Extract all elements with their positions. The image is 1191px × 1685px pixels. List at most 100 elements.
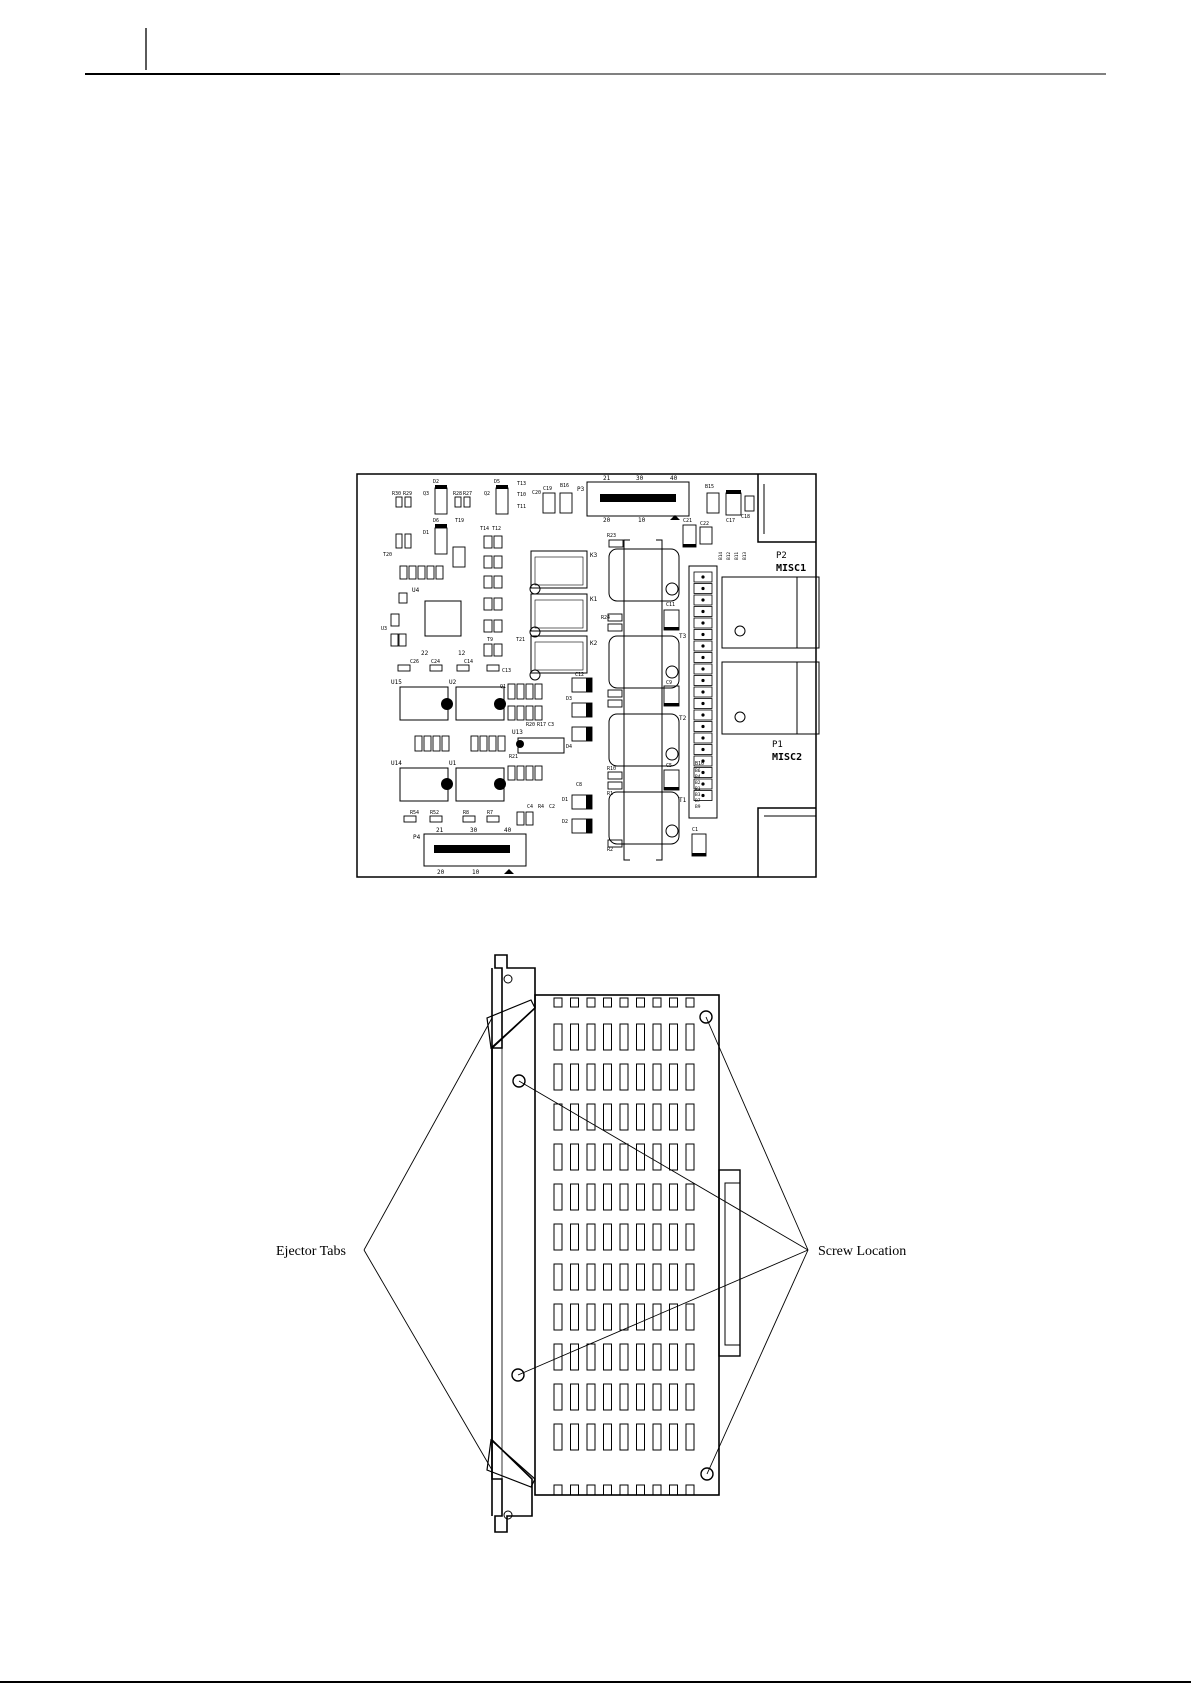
label-d1: D1 [423, 530, 429, 536]
pin-header [688, 565, 718, 819]
label-r30: R30 [392, 491, 401, 497]
ic-u4-pin44: 12 [458, 650, 466, 657]
comp [463, 496, 471, 508]
vent-slot [586, 1063, 596, 1091]
p3-slot [600, 494, 676, 502]
label-c20: C20 [532, 490, 541, 496]
p1-ref: P1 [772, 740, 783, 750]
comp [691, 833, 707, 857]
vent-slot-grid [553, 997, 695, 1496]
vent-slot [652, 1423, 662, 1451]
p1-p2-connectors: P2 MISC1 P1 MISC2 [688, 551, 820, 819]
p4-pin30: 30 [470, 827, 478, 834]
label-d2: D2 [433, 479, 439, 485]
vent-slot [553, 1343, 563, 1371]
header-pin [693, 652, 713, 663]
vent-slot [553, 997, 563, 1008]
label-c18: C18 [741, 514, 750, 520]
vent-slot [553, 1063, 563, 1091]
vent-slot [669, 1423, 678, 1451]
p1-name: MISC2 [772, 752, 802, 763]
vent-slot [636, 1063, 645, 1091]
screw-line-4 [706, 1249, 809, 1475]
vent-slot [619, 1484, 629, 1496]
vent-slot [586, 1103, 596, 1131]
pin-b2: B2 [695, 780, 701, 786]
transformer-t1-body [608, 713, 680, 767]
vent-slot [586, 1484, 596, 1496]
vent-slot [619, 1063, 629, 1091]
header-pin [693, 767, 713, 778]
comp [607, 839, 623, 848]
p4-pin10: 10 [472, 869, 480, 876]
header-pin [693, 663, 713, 675]
comp [483, 643, 493, 657]
comp [398, 633, 407, 647]
vent-slot [586, 1143, 596, 1171]
label-q1: Q1 [500, 684, 506, 690]
pin-b6: B6 [695, 768, 701, 774]
card-plate [534, 994, 720, 1496]
hole [665, 747, 679, 761]
vent-slot [603, 1183, 612, 1211]
header-pin-dot [701, 632, 705, 637]
pcb-cutout-bottom [757, 807, 816, 877]
hdr-b11: B11 [734, 552, 740, 560]
vent-slot [570, 1263, 579, 1291]
label-b10: B10 [695, 761, 704, 767]
vent-slot [553, 1183, 563, 1211]
ejector-line-bottom [363, 1249, 493, 1471]
screw-hole-bottom-right [700, 1467, 714, 1481]
vent-slot [652, 1103, 662, 1131]
side-connector-inner [724, 1182, 741, 1346]
comp [488, 735, 497, 752]
transformer-t2-body [608, 635, 680, 689]
label-t19: T19 [455, 518, 464, 524]
vent-slot [669, 1263, 678, 1291]
vent-slot [636, 1223, 645, 1251]
label-t9: T9 [487, 637, 493, 643]
comp [395, 496, 403, 508]
label-r1: R1 [607, 791, 613, 797]
comp [493, 643, 503, 657]
comp [429, 815, 443, 823]
header-block-labels: B14 B12 B11 B13 [718, 552, 748, 560]
vent-slot [553, 1103, 563, 1131]
pcb-layout-diagram: P3 21 30 40 20 10 P4 21 30 40 20 10 [356, 473, 820, 878]
pin-b7: B7 [695, 798, 701, 804]
label-c26: C26 [410, 659, 419, 665]
vent-slot [570, 1484, 579, 1496]
vent-slot [570, 1143, 579, 1171]
vent-slot [685, 1023, 695, 1051]
comp [495, 487, 509, 515]
comp [395, 533, 403, 549]
vent-slot [619, 1263, 629, 1291]
vent-slot [619, 1303, 629, 1331]
comp [417, 565, 426, 580]
vent-slot [619, 1423, 629, 1451]
vent-slot [586, 1383, 596, 1411]
ic-u15 [399, 686, 449, 721]
cap-mark [496, 485, 508, 489]
label-c2: C2 [549, 804, 555, 810]
vent-slot [669, 1343, 678, 1371]
vent-slot [652, 1183, 662, 1211]
vent-slot [652, 1023, 662, 1051]
vent-slot [619, 1183, 629, 1211]
vent-slot [636, 1103, 645, 1131]
vent-slot [669, 1103, 678, 1131]
cap-mark [586, 678, 592, 692]
cap-mark [692, 853, 706, 856]
comp [432, 735, 441, 752]
comp [493, 535, 503, 549]
label-c12: C12 [575, 672, 584, 678]
dot-u14 [441, 778, 453, 790]
comp [423, 735, 432, 752]
comp [483, 535, 493, 549]
header-pin [693, 778, 713, 790]
header-pin [693, 571, 713, 583]
header-pin-dot [701, 782, 705, 786]
label-b16: B16 [560, 483, 569, 489]
label-b15: B15 [705, 484, 714, 490]
vent-slot [603, 1023, 612, 1051]
